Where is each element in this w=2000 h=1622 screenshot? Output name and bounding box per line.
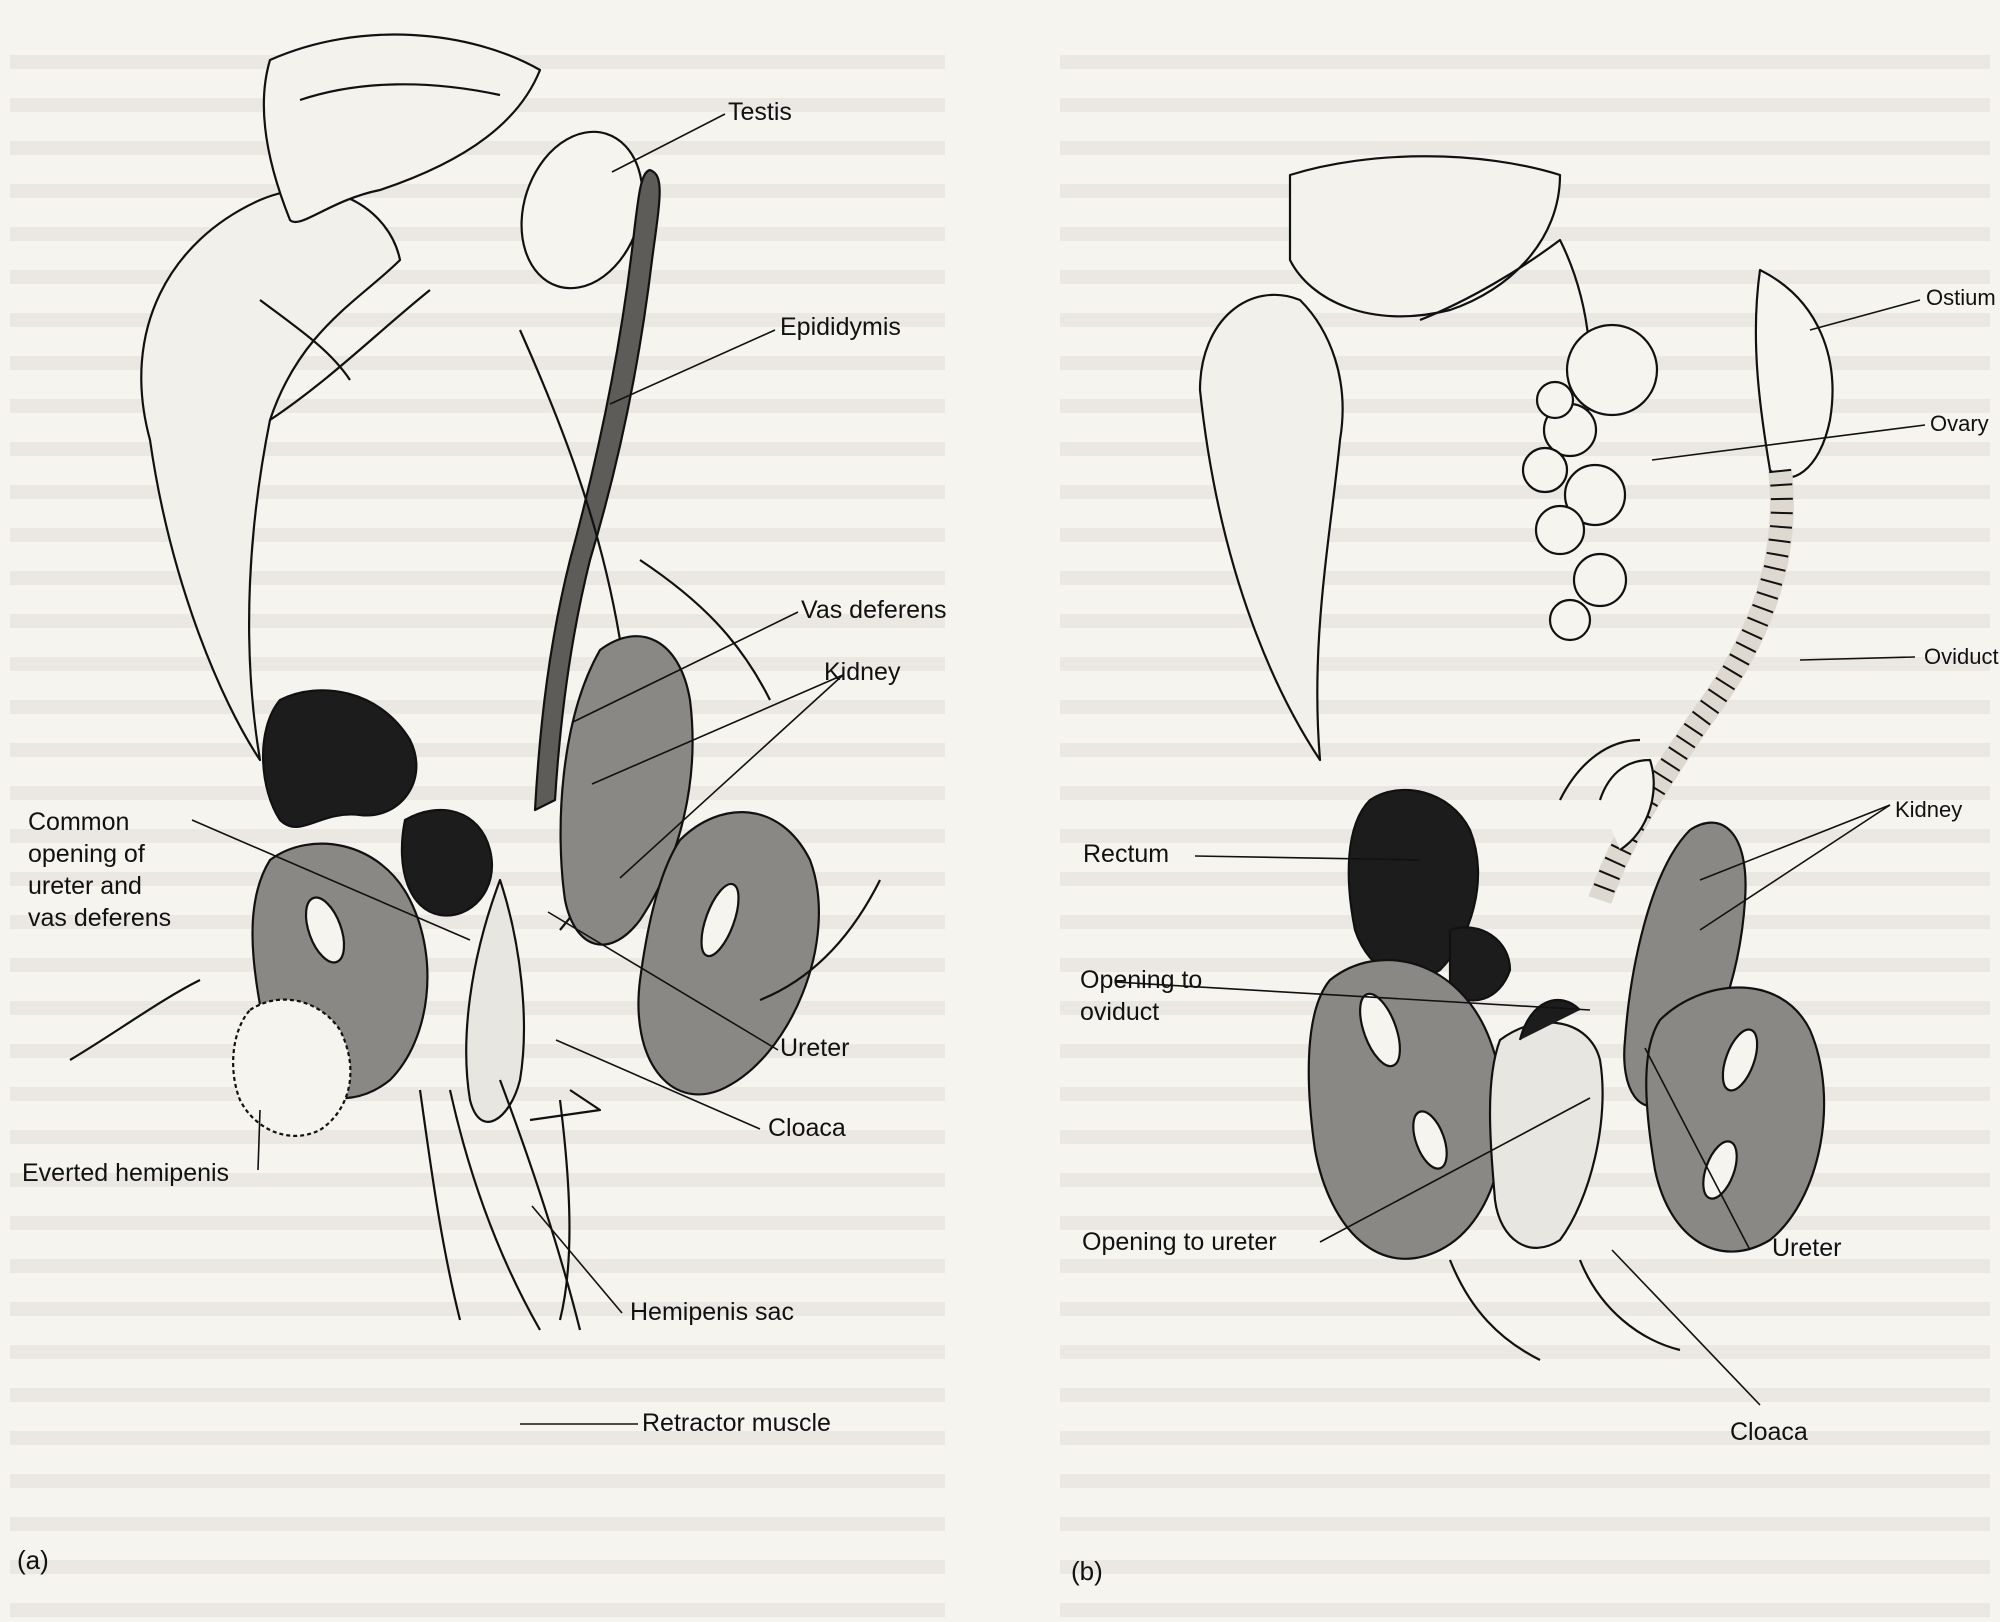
bleed-line: [1060, 1302, 1990, 1316]
bleed-line: [10, 1216, 945, 1230]
bleed-line: [1060, 1603, 1990, 1617]
rectum-organ: [1347, 788, 1480, 980]
bleed-line: [10, 700, 945, 714]
label-retractor-muscle: Retractor muscle: [642, 1409, 831, 1437]
panel-a-drawing: [69, 33, 881, 1331]
bleed-line: [1060, 1560, 1990, 1574]
bleed-line: [10, 1259, 945, 1273]
label-ovary: Ovary: [1930, 411, 1989, 436]
bleed-line: [10, 1302, 945, 1316]
bleed-line: [10, 1173, 945, 1187]
bleed-line: [1060, 571, 1990, 585]
bleed-line: [10, 227, 945, 241]
label-cloaca-a: Cloaca: [768, 1114, 846, 1142]
label-everted-hemipenis: Everted hemipenis: [22, 1159, 230, 1187]
everted-hemipenis-organ: [232, 998, 352, 1137]
label-hemipenis-sac: Hemipenis sac: [630, 1298, 794, 1326]
bleed-line: [1060, 270, 1990, 284]
label-common-opening-line2: opening of: [28, 840, 145, 868]
label-ostium: Ostium: [1926, 285, 1996, 310]
label-kidney-a: Kidney: [824, 658, 901, 686]
label-opening-to-oviduct-line2: oviduct: [1080, 998, 1160, 1026]
label-rectum: Rectum: [1083, 840, 1170, 868]
bleed-line: [10, 1474, 945, 1488]
label-epididymis: Epididymis: [780, 313, 901, 341]
label-ureter-b: Ureter: [1772, 1234, 1842, 1262]
bleed-line: [10, 786, 945, 800]
bleed-line: [1060, 356, 1990, 370]
label-vas-deferens: Vas deferens: [801, 596, 947, 624]
label-common-opening-line1: Common: [28, 808, 130, 836]
bleed-line: [1060, 528, 1990, 542]
bleed-line: [1060, 872, 1990, 886]
bleed-line: [1060, 700, 1990, 714]
label-common-opening: Common opening of ureter and vas deferen…: [28, 806, 171, 934]
bleed-line: [10, 485, 945, 499]
panel-b-drawing: [1198, 155, 1834, 1361]
bleed-line: [1060, 1431, 1990, 1445]
bleed-line: [10, 743, 945, 757]
label-opening-to-oviduct-line1: Opening to: [1080, 966, 1203, 994]
bleed-line: [1060, 141, 1990, 155]
panel-a-tag: (a): [17, 1545, 49, 1575]
bleed-line: [1060, 1388, 1990, 1402]
bleed-line: [1060, 915, 1990, 929]
leader-lines: [191, 113, 1926, 1425]
bleed-line: [1060, 1474, 1990, 1488]
bleed-line: [1060, 442, 1990, 456]
label-opening-to-oviduct: Opening to oviduct: [1080, 964, 1202, 1028]
bleed-line: [1060, 313, 1990, 327]
bleed-line: [10, 141, 945, 155]
label-kidney-b: Kidney: [1895, 797, 1963, 822]
label-opening-to-ureter: Opening to ureter: [1082, 1228, 1277, 1256]
bleed-line: [1060, 743, 1990, 757]
bleed-line: [10, 184, 945, 198]
bleed-line: [10, 571, 945, 585]
bleed-line: [10, 528, 945, 542]
bleed-line: [10, 1130, 945, 1144]
bleed-line: [1060, 1259, 1990, 1273]
bleed-line: [1060, 786, 1990, 800]
bleed-line: [1060, 829, 1990, 843]
bleed-line: [1060, 1517, 1990, 1531]
ovary-organ: [1521, 323, 1659, 642]
label-common-opening-line3: ureter and: [28, 872, 142, 900]
label-common-opening-line4: vas deferens: [28, 904, 172, 932]
bleed-line: [10, 1431, 945, 1445]
label-oviduct: Oviduct: [1924, 644, 1999, 669]
label-cloaca-b: Cloaca: [1730, 1418, 1808, 1446]
bleed-line: [10, 1345, 945, 1359]
epididymis-organ: [533, 168, 661, 812]
bleed-line: [10, 1603, 945, 1617]
bleed-line: [1060, 958, 1990, 972]
bleed-line: [1060, 614, 1990, 628]
bleed-line: [10, 270, 945, 284]
bleed-line: [1060, 55, 1990, 69]
bleed-line: [1060, 98, 1990, 112]
bleed-line: [10, 1517, 945, 1531]
bleed-line: [10, 1560, 945, 1574]
panel-b-tag: (b): [1071, 1556, 1103, 1586]
label-ureter-a: Ureter: [780, 1034, 850, 1062]
bleed-line: [1060, 399, 1990, 413]
bleed-line: [10, 1388, 945, 1402]
bleed-line: [10, 657, 945, 671]
label-testis: Testis: [728, 98, 792, 126]
kidney-organ-a: [559, 635, 694, 946]
bleed-line: [1060, 485, 1990, 499]
ostium-organ: [1754, 268, 1834, 479]
